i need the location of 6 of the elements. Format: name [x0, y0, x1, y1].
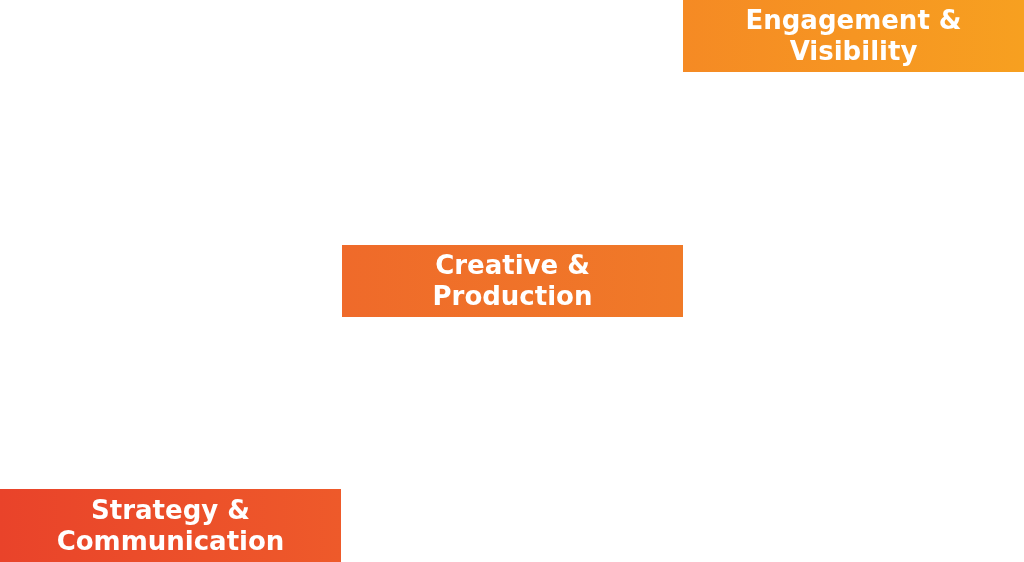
box-label: Strategy & Communication [55, 494, 286, 557]
category-box [0, 489, 341, 562]
box-label: Creative & Production [431, 250, 594, 312]
box-label: Engagement & Visibility [744, 5, 963, 67]
category-box [683, 0, 1024, 72]
category-box [342, 245, 683, 317]
